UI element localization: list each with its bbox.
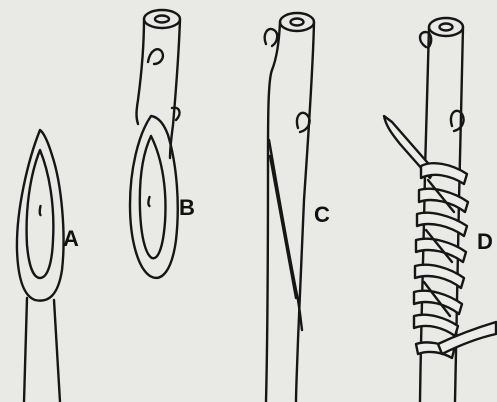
panel-a xyxy=(17,130,64,402)
panel-d xyxy=(384,18,496,402)
panel-label-c: C xyxy=(314,202,330,227)
union-c-bud-top xyxy=(265,29,277,46)
scion-b-left-edge xyxy=(137,19,145,124)
union-c-left-edge xyxy=(266,22,280,402)
stock-a-pith xyxy=(40,206,41,215)
scion-b-inner-wedge xyxy=(140,136,166,258)
stock-a-left-edge xyxy=(24,298,27,402)
scion-b-bud-top xyxy=(148,49,163,64)
scion-b-right-edge xyxy=(170,19,180,158)
union-d-top-pith xyxy=(440,24,453,31)
scion-b-top-cut xyxy=(144,10,180,28)
union-c-top-cut xyxy=(280,13,314,31)
union-c-right-edge xyxy=(296,22,314,402)
panel-label-b: B xyxy=(179,195,195,220)
union-c-top-pith xyxy=(291,19,304,26)
scion-b-top-pith xyxy=(155,16,169,23)
scion-b-pith xyxy=(148,197,149,206)
panel-c xyxy=(265,13,314,402)
panel-label-d: D xyxy=(477,229,493,254)
panel-b xyxy=(130,10,180,278)
stock-a-right-edge xyxy=(54,300,60,402)
panel-label-a: A xyxy=(63,226,79,251)
union-c-cut-line-inner xyxy=(270,156,296,298)
union-d-top-cut xyxy=(429,18,463,36)
